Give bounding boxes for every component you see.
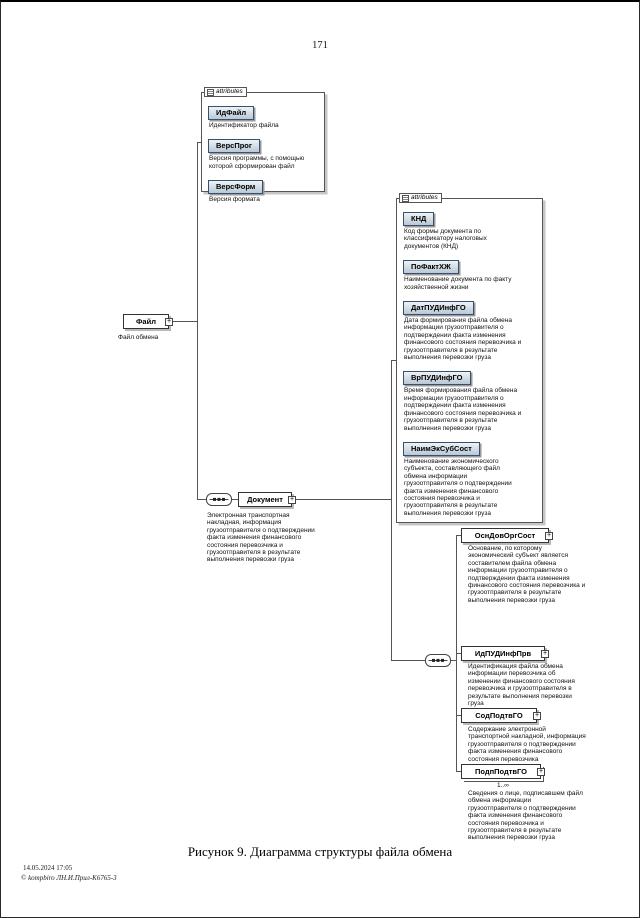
attribute-versprog-description: Версия программы, с помощью которой сфор… bbox=[209, 155, 305, 170]
connector-line bbox=[197, 499, 206, 500]
expand-icon: + bbox=[545, 531, 553, 540]
attribute-row: ДатПУДИнфГО Дата формирования файла обме… bbox=[403, 297, 538, 361]
connector-line bbox=[456, 653, 461, 654]
element-sodpodtvgo: СодПодтвГО + bbox=[461, 708, 541, 723]
connector-line bbox=[294, 499, 391, 500]
attribute-versform: ВерсФорм bbox=[208, 180, 264, 195]
connector-line bbox=[456, 535, 461, 536]
connector-line bbox=[456, 771, 461, 772]
element-podppodtvgo-name: ПодпПодтвГО bbox=[474, 766, 528, 776]
element-sodpodtvgo-name: СодПодтвГО bbox=[475, 710, 523, 720]
element-file-name: Файл bbox=[136, 316, 156, 326]
expand-icon: + bbox=[537, 767, 545, 776]
attribute-naimeksubsost-description: Наименование экономического субъекта, со… bbox=[404, 457, 512, 517]
element-idpudinfprv-name: ИдПУДИнфПрв bbox=[474, 648, 532, 658]
attribute-row: ВрПУДИнфГО Время формирования файла обме… bbox=[403, 367, 538, 432]
element-file-label: Файл обмена bbox=[118, 334, 159, 341]
element-document-description: Электронная транспортная накладная, инфо… bbox=[207, 512, 315, 564]
figure-caption: Рисунок 9. Диаграмма структуры файла обм… bbox=[187, 844, 453, 859]
attribute-knd: КНД bbox=[403, 212, 435, 226]
attribute-datpudinfgo: ДатПУДИнфГО bbox=[403, 301, 474, 316]
document-attributes-frame: КНД Код формы документа по классификатор… bbox=[396, 198, 543, 523]
attribute-idfayl-description: Идентификатор файла bbox=[209, 122, 279, 129]
element-file: Файл + bbox=[123, 314, 173, 329]
expand-icon: + bbox=[165, 317, 173, 326]
element-podppodtvgo: ПодпПодтвГО + bbox=[461, 764, 545, 779]
element-osndovorgsost-name: ОснДовОргСост bbox=[474, 530, 536, 540]
document-attributes-header-label: attributes bbox=[411, 193, 438, 201]
attribute-row: ВерсФорм Версия формата bbox=[208, 176, 320, 203]
attribute-vrpudinfgo: ВрПУДИнфГО bbox=[403, 371, 471, 386]
connector-line bbox=[391, 360, 392, 661]
file-attributes-header-label: attributes bbox=[216, 87, 243, 95]
element-podppodtvgo-description: Сведения о лице, подписавшем файл обмена… bbox=[468, 790, 583, 842]
footer-stamp: © kompbiro ЛН.И.Прил-К6765-3 bbox=[21, 874, 117, 882]
connector-line bbox=[456, 715, 461, 716]
connector-line bbox=[232, 499, 238, 500]
attribute-row: ПоФактХЖ Наименование документа по факту… bbox=[403, 256, 538, 291]
attribute-pofakthzh-description: Наименование документа по факту хозяйств… bbox=[404, 276, 512, 291]
attribute-row: НаимЭкСубСост Наименование экономическог… bbox=[403, 438, 538, 517]
attribute-row: ВерсПрог Версия программы, с помощью кот… bbox=[208, 135, 320, 170]
element-sodpodtvgo-description: Содержание электронной транспортной накл… bbox=[468, 726, 586, 763]
expand-icon: + bbox=[533, 711, 541, 720]
connector-line bbox=[391, 660, 425, 661]
sequence-icon bbox=[206, 493, 232, 506]
attribute-versprog: ВерсПрог bbox=[208, 139, 261, 154]
attributes-icon bbox=[402, 194, 409, 202]
connector-line bbox=[169, 321, 197, 322]
attribute-row: ИдФайл Идентификатор файла bbox=[208, 102, 320, 129]
attribute-pofakthzh: ПоФактХЖ bbox=[403, 260, 459, 275]
document-attributes-header: attributes bbox=[399, 193, 442, 203]
attribute-naimeksubsost: НаимЭкСубСост bbox=[403, 441, 480, 456]
element-osndovorgsost-description: Основание, по которому экономический суб… bbox=[468, 545, 586, 604]
file-attributes-header: attributes bbox=[204, 87, 247, 97]
attribute-idfayl: ИдФайл bbox=[208, 106, 255, 120]
page-number: 171 bbox=[312, 40, 328, 51]
connector-line bbox=[197, 142, 202, 143]
attribute-vrpudinfgo-description: Время формирования файла обмена информац… bbox=[404, 387, 522, 432]
attribute-knd-description: Код формы документа по классификатору на… bbox=[404, 228, 487, 250]
connector-line bbox=[451, 660, 456, 661]
expand-icon: + bbox=[288, 495, 296, 504]
attributes-icon bbox=[207, 88, 214, 96]
element-document-name: Документ bbox=[247, 494, 283, 504]
expand-icon: + bbox=[541, 649, 549, 658]
attribute-versform-description: Версия формата bbox=[209, 196, 260, 204]
connector-line bbox=[391, 360, 396, 361]
element-osndovorgsost: ОснДовОргСост + bbox=[461, 528, 553, 543]
sequence-icon bbox=[425, 654, 451, 667]
element-idpudinfprv: ИдПУДИнфПрв + bbox=[461, 646, 549, 661]
attribute-row: КНД Код формы документа по классификатор… bbox=[403, 208, 538, 250]
multiplicity-label: 1..∞ bbox=[497, 782, 509, 789]
element-document: Документ + bbox=[238, 492, 296, 507]
file-attributes-frame: ИдФайл Идентификатор файла ВерсПрог Верс… bbox=[201, 92, 325, 203]
attribute-datpudinfgo-description: Дата формирования файла обмена информаци… bbox=[404, 317, 522, 362]
connector-line bbox=[197, 142, 198, 500]
element-idpudinfprv-description: Идентификация файла обмена информации пе… bbox=[468, 663, 575, 708]
footer-timestamp: 14.05.2024 17:05 bbox=[23, 864, 73, 872]
